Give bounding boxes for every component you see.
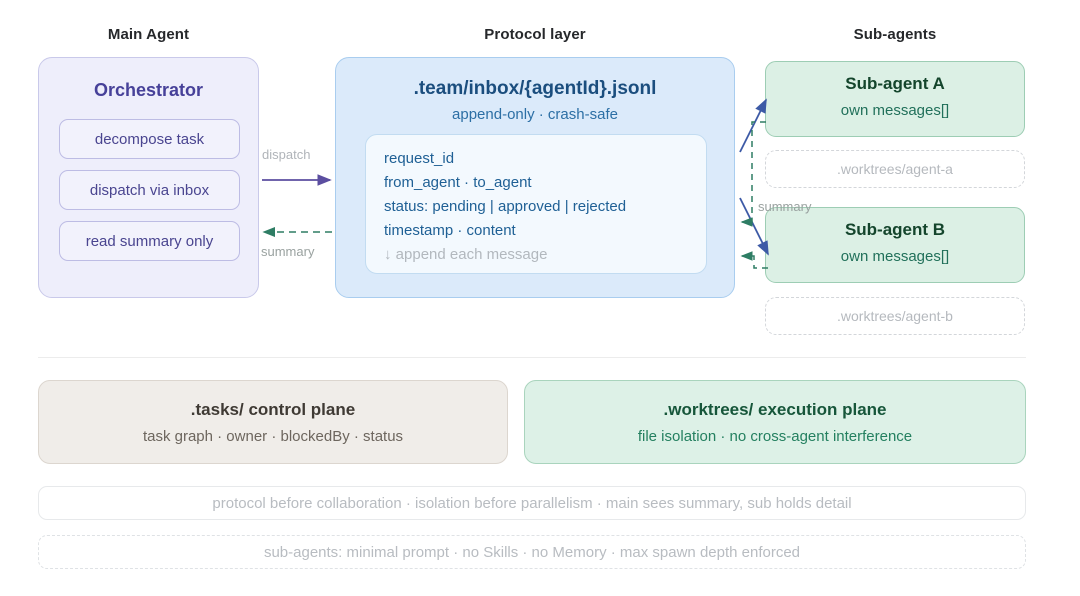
orchestrator-title: Orchestrator [93,80,204,100]
control-plane-title: .tasks/ control plane [190,400,356,419]
protocol-field-from-to-agent: from_agent · to_agent [384,174,532,191]
execution-plane-title: .worktrees/ execution plane [663,400,887,419]
sub-agent-b-subtitle: own messages[] [840,248,950,265]
worktree-agent-b: .worktrees/agent-b [765,297,1025,335]
orchestrator-step-decompose-task[interactable]: decompose task [59,119,240,159]
column-header-main-agent: Main Agent [107,26,190,43]
control-plane-card: .tasks/ control plane task graph · owner… [38,380,508,464]
protocol-field-request-id: request_id [384,150,455,167]
sub-agent-a-subtitle: own messages[] [840,102,950,119]
orchestrator-step-read-summary-only[interactable]: read summary only [59,221,240,261]
footer-note-sub-agent-constraints: sub-agents: minimal prompt · no Skills ·… [38,535,1026,569]
column-header-sub-agents: Sub-agents [853,26,937,43]
control-plane-subtitle: task graph · owner · blockedBy · status [142,428,404,445]
connector-label-summary-left: summary [261,244,315,259]
protocol-layer-panel: .team/inbox/{agentId}.jsonl append-only … [335,57,735,298]
orchestrator-panel: Orchestrator decompose task dispatch via… [38,57,259,298]
worktree-agent-a: .worktrees/agent-a [765,150,1025,188]
protocol-inbox-path: .team/inbox/{agentId}.jsonl [413,78,657,99]
connector-label-dispatch: dispatch [262,147,311,162]
protocol-field-timestamp-content: timestamp · content [384,222,516,239]
protocol-append-note: ↓ append each message [384,246,548,263]
sub-agent-a-title: Sub-agent A [845,74,945,93]
sub-agent-a-box[interactable]: Sub-agent A own messages[] [765,61,1025,137]
sub-agent-b-title: Sub-agent B [844,220,946,239]
orchestrator-step-dispatch-via-inbox[interactable]: dispatch via inbox [59,170,240,210]
column-header-protocol-layer: Protocol layer [484,26,586,43]
execution-plane-subtitle: file isolation · no cross-agent interfer… [637,428,913,445]
section-divider [38,357,1026,358]
sub-agent-b-box[interactable]: Sub-agent B own messages[] [765,207,1025,283]
protocol-subtitle: append-only · crash-safe [452,106,618,123]
protocol-field-status: status: pending | approved | rejected [384,198,627,215]
connector-label-summary-right: summary [758,199,812,214]
footer-note-principles: protocol before collaboration · isolatio… [38,486,1026,520]
protocol-message-schema-card: request_id from_agent · to_agent status:… [365,134,707,274]
execution-plane-card: .worktrees/ execution plane file isolati… [524,380,1026,464]
